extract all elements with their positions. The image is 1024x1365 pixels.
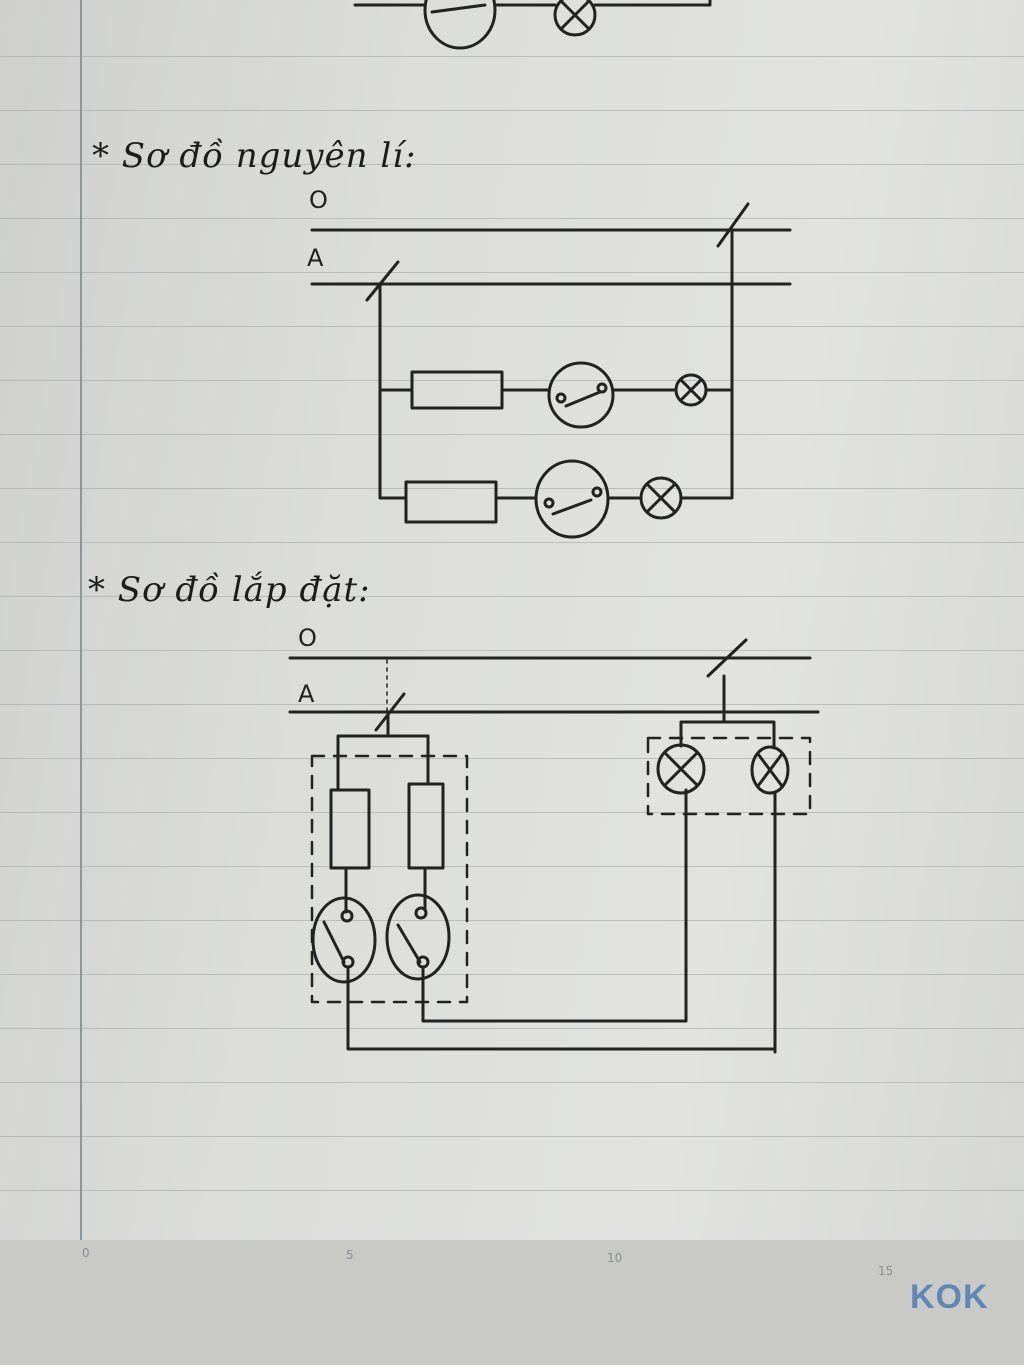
ruled-line — [0, 272, 1024, 273]
switch-icon — [385, 893, 451, 981]
install-phase-label: A — [298, 680, 315, 708]
junction-tick — [716, 202, 750, 248]
principle-diagram — [310, 202, 792, 539]
ruled-line — [0, 650, 1024, 651]
previous-diagram-fragment — [353, 0, 712, 50]
fuse-icon — [407, 782, 445, 870]
margin-line — [80, 0, 82, 1240]
ruled-line — [0, 380, 1024, 381]
ruler-mark: 5 — [346, 1248, 354, 1262]
wire — [680, 228, 734, 500]
ruled-line — [0, 974, 1024, 975]
fuse-icon — [404, 480, 498, 524]
ruled-line — [0, 1028, 1024, 1029]
lamp-icon — [639, 476, 683, 520]
junction-tick — [365, 260, 400, 302]
ruled-line — [0, 164, 1024, 165]
principle-phase-label: A — [307, 244, 324, 272]
ruled-line — [0, 1190, 1024, 1191]
ruled-line — [0, 218, 1024, 219]
ruled-line — [0, 704, 1024, 705]
ruled-line — [0, 866, 1024, 867]
ruled-line — [0, 758, 1024, 759]
lamp-icon — [750, 745, 790, 795]
lamp-icon — [656, 743, 706, 795]
lamp-icon — [553, 0, 597, 37]
wire — [684, 788, 777, 1054]
brand-logo: KOK — [910, 1278, 989, 1316]
install-diagram-heading: * Sơ đồ lắp đặt: — [88, 570, 371, 610]
switch-icon — [423, 0, 497, 50]
ruled-line — [0, 110, 1024, 111]
wire — [344, 866, 427, 914]
ruled-line — [0, 596, 1024, 597]
fuse-icon — [410, 370, 504, 410]
principle-diagram-heading: * Sơ đồ nguyên lí: — [92, 136, 417, 176]
wire — [679, 674, 776, 750]
ruled-line — [0, 56, 1024, 57]
wire — [346, 965, 777, 1051]
ruled-line — [0, 326, 1024, 327]
ruler-mark: 10 — [607, 1251, 623, 1265]
notebook-page — [0, 0, 1024, 1240]
wire — [430, 3, 487, 14]
ruled-line — [0, 488, 1024, 489]
install-neutral-label: O — [298, 624, 317, 652]
ruled-line — [0, 542, 1024, 543]
lamp-box — [646, 736, 812, 816]
install-diagram — [288, 638, 820, 1054]
ruled-line — [0, 1136, 1024, 1137]
lamp-icon — [674, 373, 708, 407]
panel-box — [310, 754, 469, 1004]
switch-icon — [547, 361, 615, 429]
wire — [378, 282, 408, 500]
ruled-line — [0, 434, 1024, 435]
junction-tick — [374, 692, 406, 732]
ruled-line — [0, 920, 1024, 921]
switch-icon — [534, 459, 610, 539]
ruled-line — [0, 1082, 1024, 1083]
junction-tick — [706, 638, 748, 678]
ruler-mark: 15 — [878, 1264, 894, 1278]
switch-icon — [311, 896, 377, 984]
fuse-icon — [329, 788, 371, 870]
ruler-mark: 0 — [82, 1246, 90, 1260]
wire — [421, 965, 688, 1023]
ruled-line — [0, 812, 1024, 813]
wire — [353, 0, 712, 7]
principle-neutral-label: O — [309, 186, 328, 214]
wire — [336, 710, 430, 792]
